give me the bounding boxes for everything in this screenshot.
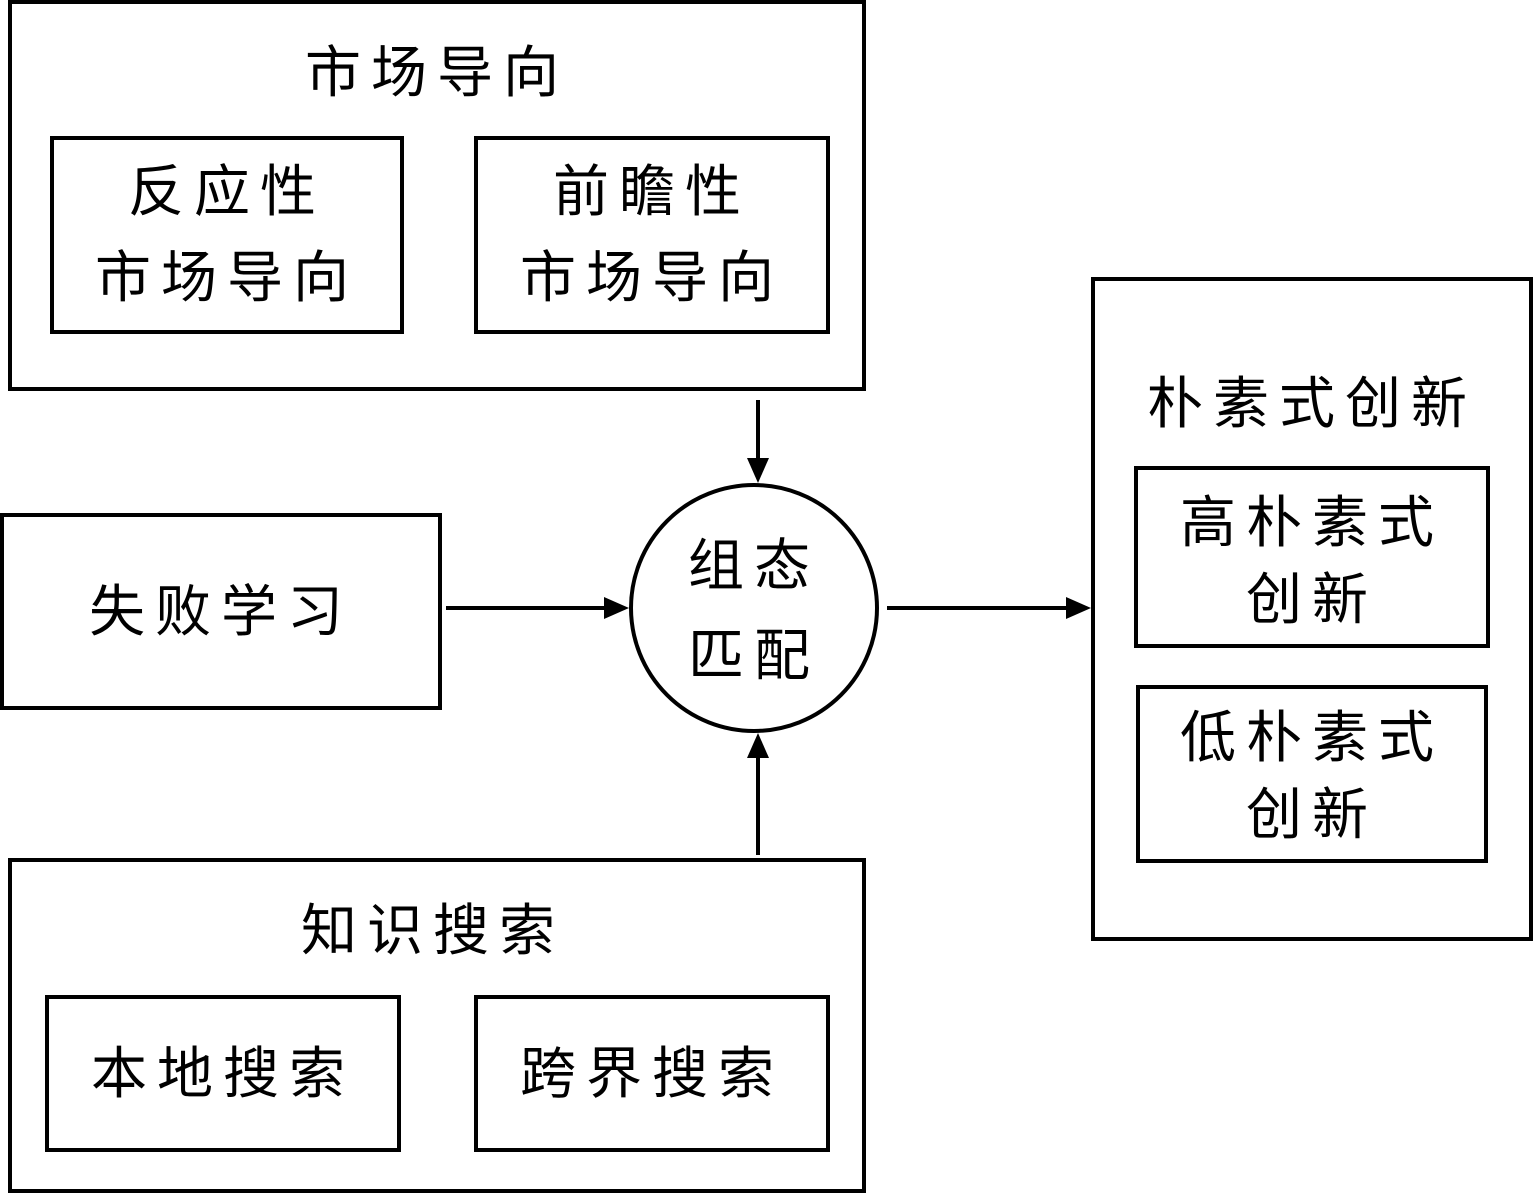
configuration-match-circle: [629, 483, 879, 733]
high-frugal-line1: 高朴素式: [1180, 491, 1444, 556]
cross-boundary-search-label: 跨界搜索: [520, 1042, 784, 1107]
low-frugal-line1: 低朴素式: [1180, 706, 1444, 771]
proactive-line1: 前瞻性: [553, 160, 751, 225]
arrowhead-market-to-match: [747, 458, 769, 483]
responsive-market-orientation-box: [50, 136, 404, 334]
proactive-market-orientation-box: [474, 136, 830, 334]
low-frugal-innovation-box: [1136, 685, 1488, 863]
local-search-box: [45, 995, 401, 1152]
failure-learning-box: [0, 513, 442, 710]
arrowhead-match-to-frugal: [1066, 597, 1091, 619]
cross-boundary-search-box: [474, 995, 830, 1152]
knowledge-search-title: 知识搜索: [301, 899, 565, 964]
arrowhead-failure-to-match: [604, 597, 629, 619]
low-frugal-line2: 创新: [1246, 783, 1378, 848]
local-search-label: 本地搜索: [91, 1042, 355, 1107]
configuration-line1: 组态: [688, 534, 820, 599]
configuration-line2: 匹配: [688, 624, 820, 689]
proactive-line2: 市场导向: [520, 246, 784, 311]
high-frugal-innovation-box: [1134, 466, 1490, 648]
frugal-innovation-title: 朴素式创新: [1147, 372, 1477, 437]
market-orientation-title: 市场导向: [305, 41, 569, 106]
arrowhead-knowledge-to-match: [747, 733, 769, 758]
responsive-line2: 市场导向: [95, 246, 359, 311]
failure-learning-label: 失败学习: [89, 580, 353, 645]
high-frugal-line2: 创新: [1246, 568, 1378, 633]
responsive-line1: 反应性: [128, 160, 326, 225]
